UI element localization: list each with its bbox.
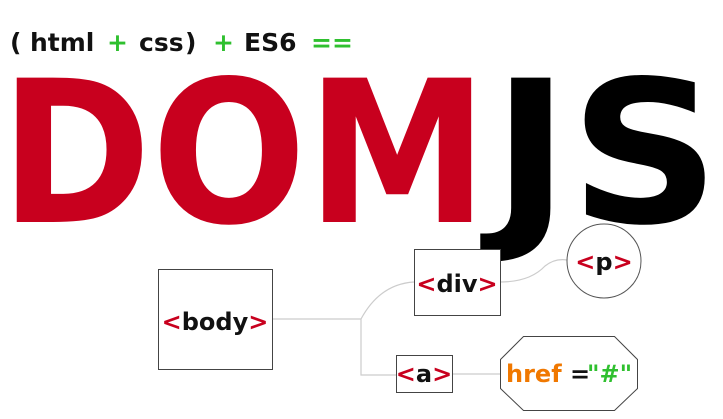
node-href-equals: = bbox=[570, 360, 590, 388]
connector-div-p bbox=[499, 259, 568, 283]
node-href-octagon bbox=[500, 336, 638, 411]
node-div: <div> bbox=[414, 249, 501, 316]
tagline-open-paren: ( bbox=[10, 28, 21, 57]
node-div-box bbox=[414, 249, 501, 316]
tagline-close-paren: ) bbox=[185, 28, 196, 57]
node-p-label: <p> bbox=[575, 248, 632, 276]
node-p: <p> bbox=[566, 223, 642, 299]
node-a-box bbox=[396, 355, 453, 393]
logo-wordmark: DOM JS bbox=[0, 38, 720, 269]
tree-connectors bbox=[272, 259, 568, 376]
node-body: <body> bbox=[158, 269, 273, 370]
node-href-value: "#" bbox=[587, 360, 632, 388]
node-div-label: <div> bbox=[416, 270, 497, 298]
node-href-attr: href bbox=[506, 360, 562, 388]
node-a: <a> bbox=[396, 355, 453, 393]
tagline: ( html + css ) + ES6 == bbox=[10, 28, 353, 57]
tagline-equals: == bbox=[311, 28, 353, 57]
node-p-circle bbox=[566, 223, 642, 299]
node-a-label: <a> bbox=[396, 360, 452, 388]
logo-dom: DOM bbox=[0, 38, 488, 269]
connector-body-div bbox=[360, 281, 415, 320]
node-body-box bbox=[158, 269, 273, 370]
connector-body-a bbox=[360, 319, 396, 376]
tagline-plus-1: + bbox=[107, 28, 128, 57]
tagline-plus-2: + bbox=[213, 28, 234, 57]
node-body-label: <body> bbox=[162, 308, 269, 336]
tagline-es6: ES6 bbox=[244, 28, 296, 57]
node-href: href = "#" bbox=[500, 336, 638, 411]
tagline-css: css bbox=[139, 28, 184, 57]
tagline-html: html bbox=[30, 28, 94, 57]
